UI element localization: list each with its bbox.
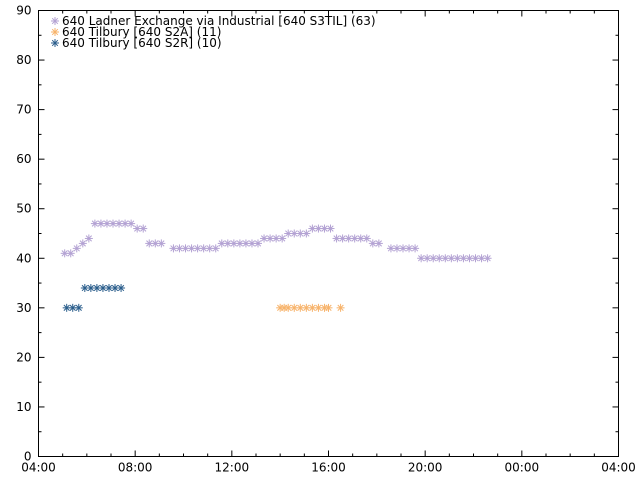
data-point bbox=[260, 234, 269, 243]
y-tick-label: 70 bbox=[16, 103, 31, 117]
y-tick-label: 20 bbox=[16, 350, 31, 364]
y-tick-label: 90 bbox=[16, 4, 31, 18]
data-point bbox=[139, 224, 148, 233]
plot-area bbox=[38, 10, 619, 457]
data-point bbox=[84, 234, 93, 243]
y-axis: 0 10 20 30 40 50 60 70 80 90 bbox=[16, 4, 619, 464]
data-point bbox=[336, 303, 345, 312]
data-point bbox=[326, 224, 335, 233]
legend-marker bbox=[51, 17, 59, 25]
data-point bbox=[115, 219, 124, 228]
y-tick-label: 10 bbox=[16, 400, 31, 414]
y-tick-label: 0 bbox=[24, 450, 32, 464]
data-point bbox=[290, 229, 299, 238]
y-tick-label: 60 bbox=[16, 152, 31, 166]
data-point bbox=[320, 224, 329, 233]
data-point bbox=[199, 244, 208, 253]
data-point bbox=[66, 249, 75, 258]
data-point bbox=[374, 239, 383, 248]
data-point bbox=[429, 254, 438, 263]
legend-marker bbox=[51, 39, 59, 47]
legend: 640 Ladner Exchange via Industrial [640 … bbox=[51, 14, 376, 50]
series-0 bbox=[60, 219, 492, 263]
legend-marker bbox=[51, 28, 59, 36]
data-point bbox=[332, 234, 341, 243]
data-point bbox=[284, 303, 293, 312]
data-point bbox=[278, 234, 287, 243]
data-point bbox=[254, 239, 263, 248]
data-point bbox=[302, 229, 311, 238]
data-point bbox=[386, 244, 395, 253]
data-point bbox=[241, 239, 250, 248]
data-point bbox=[90, 219, 99, 228]
data-point bbox=[68, 303, 77, 312]
y-tick-label: 30 bbox=[16, 301, 31, 315]
data-point bbox=[78, 239, 87, 248]
y-tick-label: 80 bbox=[16, 53, 31, 67]
data-point bbox=[211, 244, 220, 253]
x-axis: 04:00 08:00 12:00 16:00 20:00 00:00 04:00 bbox=[21, 10, 636, 475]
x-tick-label: 04:00 bbox=[21, 461, 56, 475]
data-point bbox=[411, 244, 420, 253]
series-1 bbox=[276, 303, 345, 312]
x-tick-label: 08:00 bbox=[118, 461, 153, 475]
x-tick-label: 04:00 bbox=[601, 461, 636, 475]
data-point bbox=[127, 219, 136, 228]
x-tick-label: 00:00 bbox=[505, 461, 540, 475]
data-point bbox=[362, 234, 371, 243]
x-tick-label: 20:00 bbox=[408, 461, 443, 475]
data-point bbox=[111, 284, 120, 293]
series-2 bbox=[62, 284, 126, 312]
x-tick-label: 16:00 bbox=[311, 461, 346, 475]
series-layer bbox=[60, 219, 492, 312]
data-point bbox=[145, 239, 154, 248]
data-point bbox=[72, 244, 81, 253]
data-point bbox=[296, 229, 305, 238]
x-tick-label: 12:00 bbox=[215, 461, 250, 475]
y-tick-label: 50 bbox=[16, 202, 31, 216]
legend-label: 640 Tilbury [640 S2R] (10) bbox=[62, 36, 222, 50]
data-point bbox=[157, 239, 166, 248]
data-point bbox=[74, 303, 83, 312]
y-tick-label: 40 bbox=[16, 251, 31, 265]
data-point bbox=[324, 303, 333, 312]
legend-label: 640 Tilbury [640 S2A] (11) bbox=[62, 25, 221, 39]
data-point bbox=[447, 254, 456, 263]
legend-label: 640 Ladner Exchange via Industrial [640 … bbox=[62, 14, 376, 28]
data-point bbox=[151, 239, 160, 248]
data-point bbox=[483, 254, 492, 263]
data-point bbox=[117, 284, 126, 293]
data-point bbox=[96, 219, 105, 228]
